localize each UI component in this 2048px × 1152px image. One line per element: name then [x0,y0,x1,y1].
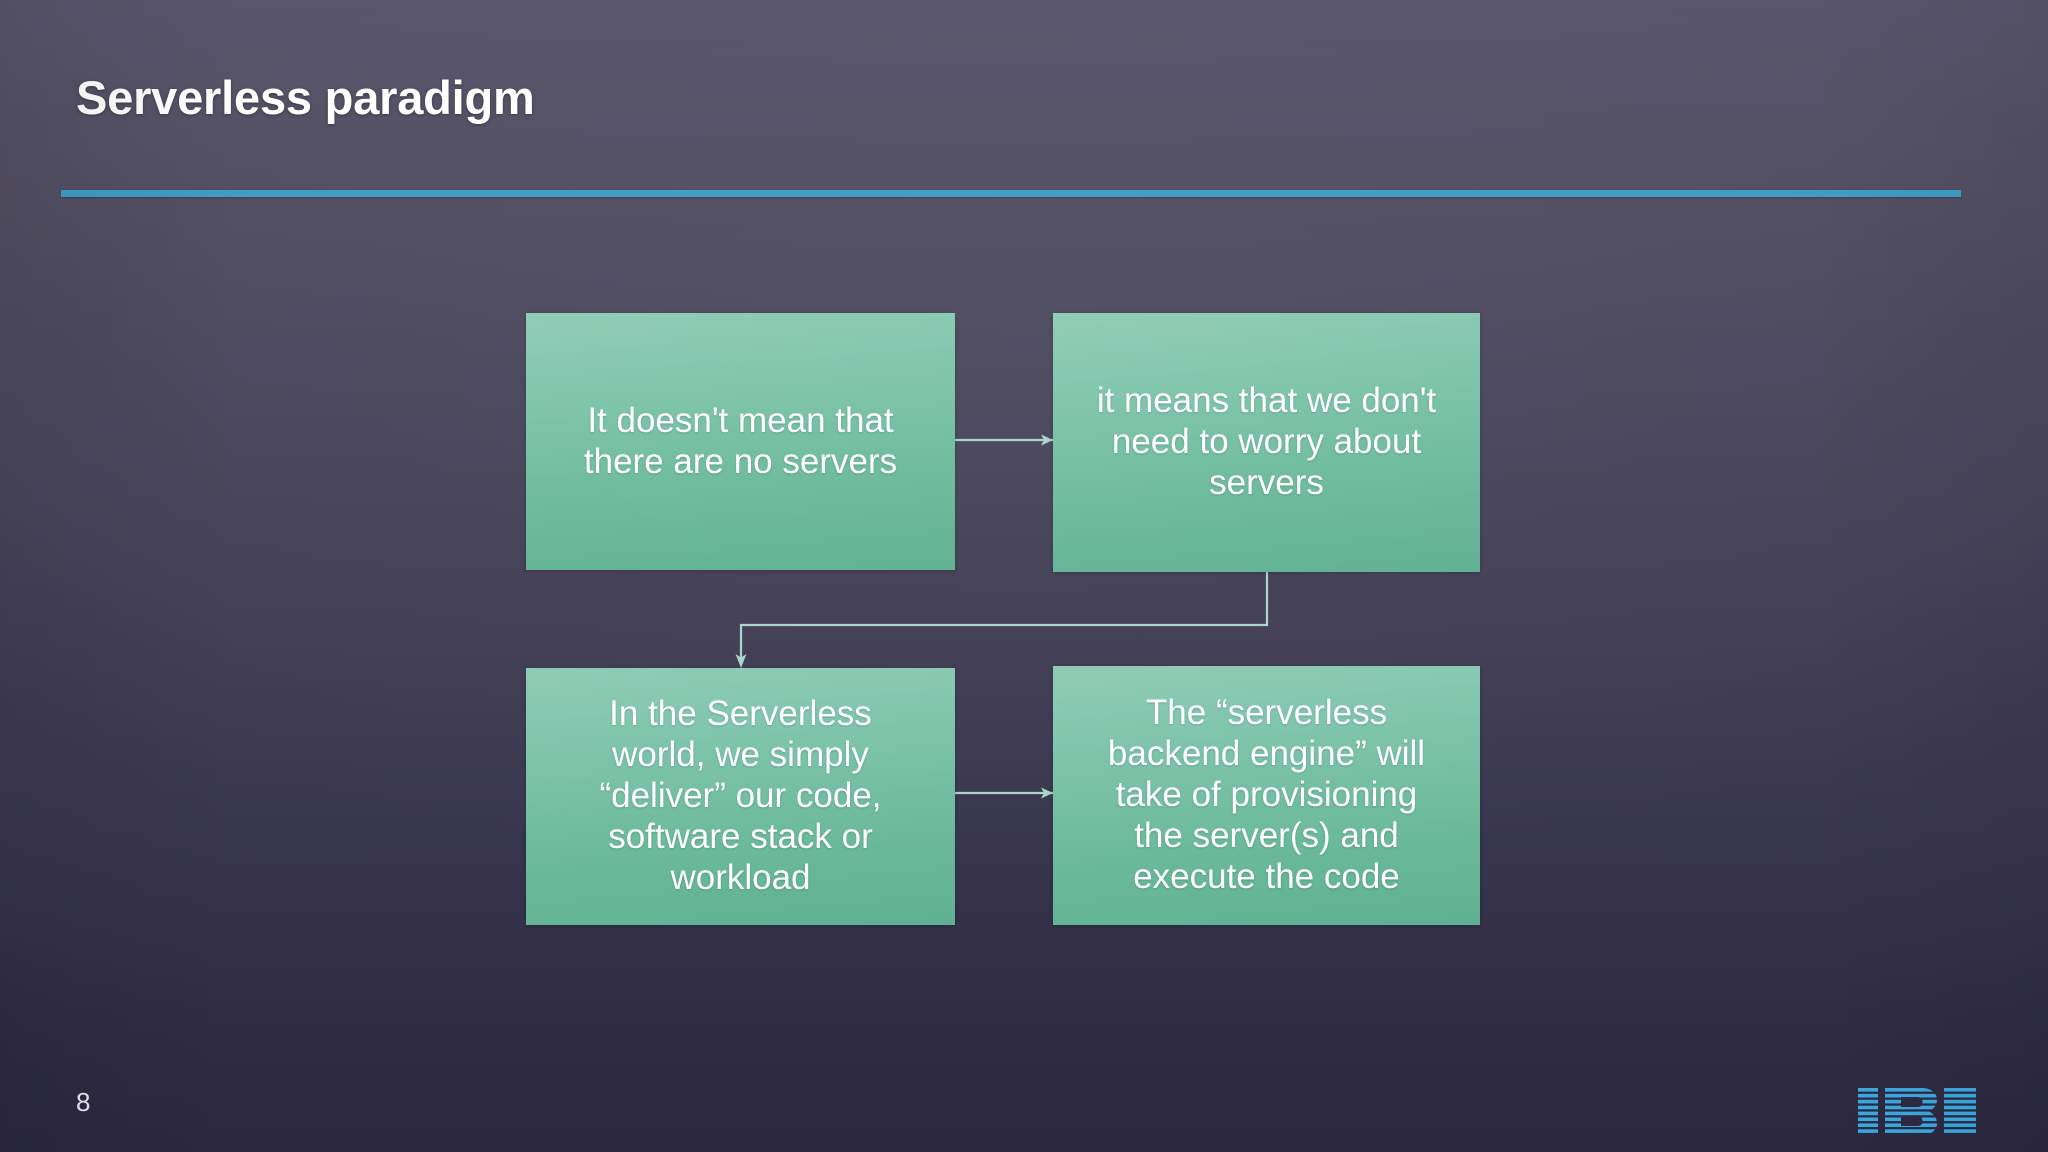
flow-node-line: The “serverless [1145,693,1388,733]
flow-node-text: The “serverless backend engine” will tak… [1108,693,1425,898]
flow-node-line: world, we simply [612,735,869,775]
flow-node-line: It doesn't mean that [587,400,894,440]
flow-node-line: the server(s) and [1134,815,1399,855]
flow-node-line: backend engine” will [1107,734,1426,774]
flow-node-text: it means that we don't need to worry abo… [1097,381,1436,504]
page-title: Serverless paradigm [76,71,535,124]
flow-node-line: take of provisioning [1115,775,1418,815]
flow-node-line: software stack or [608,816,873,856]
connector-node1-to-node2 [953,420,1063,460]
flow-node-line: “deliver” our code, [599,776,882,816]
page-number: 8 [76,1087,91,1117]
connector-node2-to-node3 [720,568,1300,678]
ibm-logo [1858,1088,1976,1135]
flow-node-line: execute the code [1133,856,1400,896]
title-divider [61,190,1961,197]
flow-node-line: it means that we don't [1096,381,1437,421]
flow-node-no-worry[interactable]: it means that we don't need to worry abo… [1053,313,1480,572]
flow-node-line: there are no servers [583,441,898,481]
flow-node-text: It doesn't mean that there are no server… [584,401,897,483]
flow-node-text: In the Serverless world, we simply “deli… [599,694,881,899]
flow-node-line: In the Serverless [609,694,872,734]
connector-node3-to-node4 [953,773,1063,813]
flow-node-line: servers [1209,462,1324,502]
flow-node-line: need to worry about [1111,422,1422,462]
flow-node-deliver-code[interactable]: In the Serverless world, we simply “deli… [526,668,955,925]
flow-node-line: workload [670,857,811,897]
flow-node-no-servers[interactable]: It doesn't mean that there are no server… [526,313,955,570]
flow-node-backend-engine[interactable]: The “serverless backend engine” will tak… [1053,666,1480,925]
